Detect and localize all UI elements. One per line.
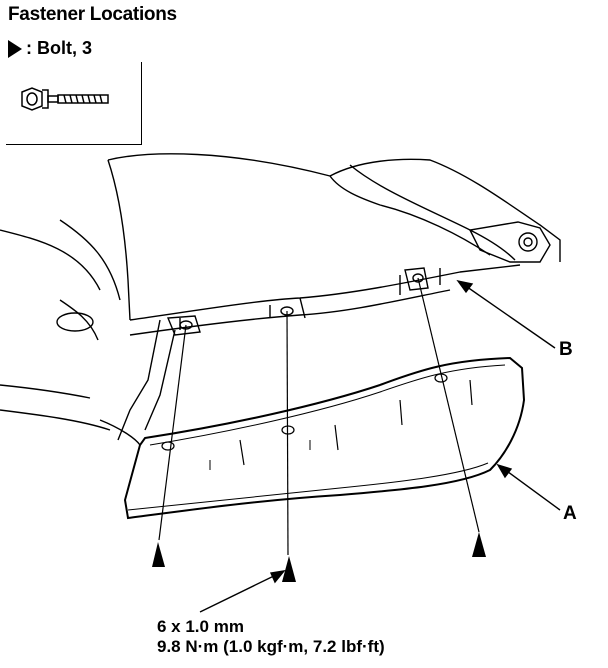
splash-shield <box>123 356 526 520</box>
torque-value: 9.8 N·m (1.0 kgf·m, 7.2 lbf·ft) <box>157 637 385 656</box>
legend: : Bolt, 3 <box>8 38 92 59</box>
callout-leaders <box>199 279 561 613</box>
bolt-size: 6 x 1.0 mm <box>157 617 244 636</box>
bolt-markers <box>152 532 486 582</box>
torque-spec: 6 x 1.0 mm 9.8 N·m (1.0 kgf·m, 7.2 lbf·f… <box>157 617 385 657</box>
bolt-triangle-icon <box>8 39 22 58</box>
legend-label: : Bolt, 3 <box>26 38 92 58</box>
bolt-triangle-icon <box>152 542 165 567</box>
body-panel <box>0 153 561 446</box>
bolt-triangle-icon <box>282 556 296 582</box>
callout-b: B <box>559 339 573 360</box>
bolt-leaders <box>158 277 480 556</box>
diagram-title: Fastener Locations <box>8 4 177 25</box>
legend-box <box>6 62 142 145</box>
bolt-triangle-icon <box>472 532 486 557</box>
callout-a: A <box>563 503 577 524</box>
bolt-icon <box>21 87 109 111</box>
